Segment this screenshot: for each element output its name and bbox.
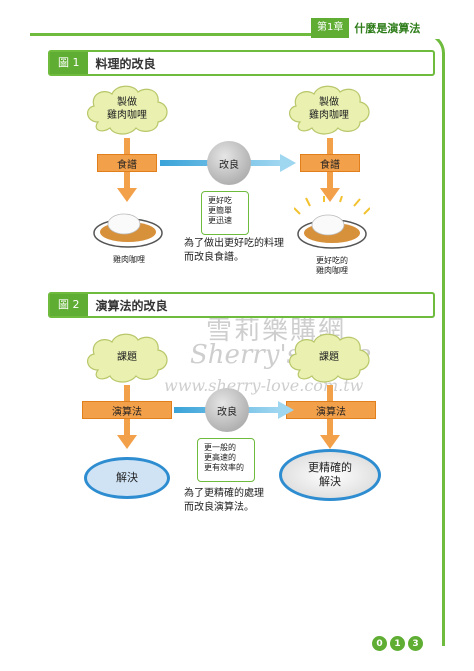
fig2-improve-label: 改良 <box>217 406 237 418</box>
chapter-title: 什麼是演算法 <box>354 22 421 35</box>
fig2-improve-circle: 改良 <box>205 388 249 432</box>
fig2-left-cloud: 課題 <box>80 328 174 386</box>
fig1-left-recipe-box: 食譜 <box>97 154 157 172</box>
page-number: 0 1 3 <box>372 636 423 651</box>
fig1-left-recipe-label: 食譜 <box>117 159 137 171</box>
fig1-right-cloud: 製做 雞肉咖哩 <box>282 80 376 138</box>
fig1-left-dish <box>93 213 163 248</box>
figure-2-tag: 圖 2 <box>50 294 88 316</box>
figure-2-header: 圖 2 演算法的改良 <box>48 292 435 318</box>
fig2-right-cloud: 課題 <box>282 328 376 386</box>
chapter-number: 第1章 <box>311 18 350 38</box>
fig2-improvement-note: 更一般的 更高速的 更有效率的 <box>197 438 255 482</box>
page-frame <box>30 33 445 646</box>
fig1-caption: 為了做出更好吃的料理 而改良食譜。 <box>184 238 284 263</box>
fig1-improve-circle: 改良 <box>207 141 251 185</box>
fig2-caption: 為了更精確的處理 而改良演算法。 <box>184 488 264 513</box>
fig1-improvement-note: 更好吃 更簡單 更迅速 <box>201 191 249 235</box>
fig2-right-algorithm-box: 演算法 <box>286 401 376 419</box>
fig1-left-cloud-text: 製做 雞肉咖哩 <box>107 97 147 121</box>
fig2-right-result: 更精確的 解決 <box>279 449 381 501</box>
fig2-left-algorithm-box: 演算法 <box>82 401 172 419</box>
fig1-left-dish-caption: 雞肉咖哩 <box>113 255 145 264</box>
fig2-right-cloud-text: 課題 <box>319 351 339 363</box>
fig1-right-cloud-text: 製做 雞肉咖哩 <box>309 97 349 121</box>
fig1-improve-label: 改良 <box>219 159 239 171</box>
fig1-right-dish <box>294 196 370 249</box>
fig2-left-result: 解決 <box>84 457 170 499</box>
fig2-left-algorithm-label: 演算法 <box>112 406 142 418</box>
fig1-right-recipe-label: 食譜 <box>320 159 340 171</box>
fig1-right-dish-caption: 更好吃的 雞肉咖哩 <box>316 256 348 275</box>
fig2-left-cloud-text: 課題 <box>117 351 137 363</box>
page-number-digit: 0 <box>372 636 387 651</box>
figure-2-title: 演算法的改良 <box>95 298 168 313</box>
fig2-right-algorithm-label: 演算法 <box>316 406 346 418</box>
figure-1-title: 料理的改良 <box>95 56 156 71</box>
chapter-header: 第1章 什麼是演算法 <box>311 17 442 39</box>
page-number-digit: 3 <box>408 636 423 651</box>
figure-1-tag: 圖 1 <box>50 52 88 74</box>
fig1-left-cloud: 製做 雞肉咖哩 <box>80 80 174 138</box>
figure-1-header: 圖 1 料理的改良 <box>48 50 435 76</box>
page-number-digit: 1 <box>390 636 405 651</box>
fig1-right-recipe-box: 食譜 <box>300 154 360 172</box>
watermark-line-3: www.sherry-love.com.tw <box>164 376 364 395</box>
